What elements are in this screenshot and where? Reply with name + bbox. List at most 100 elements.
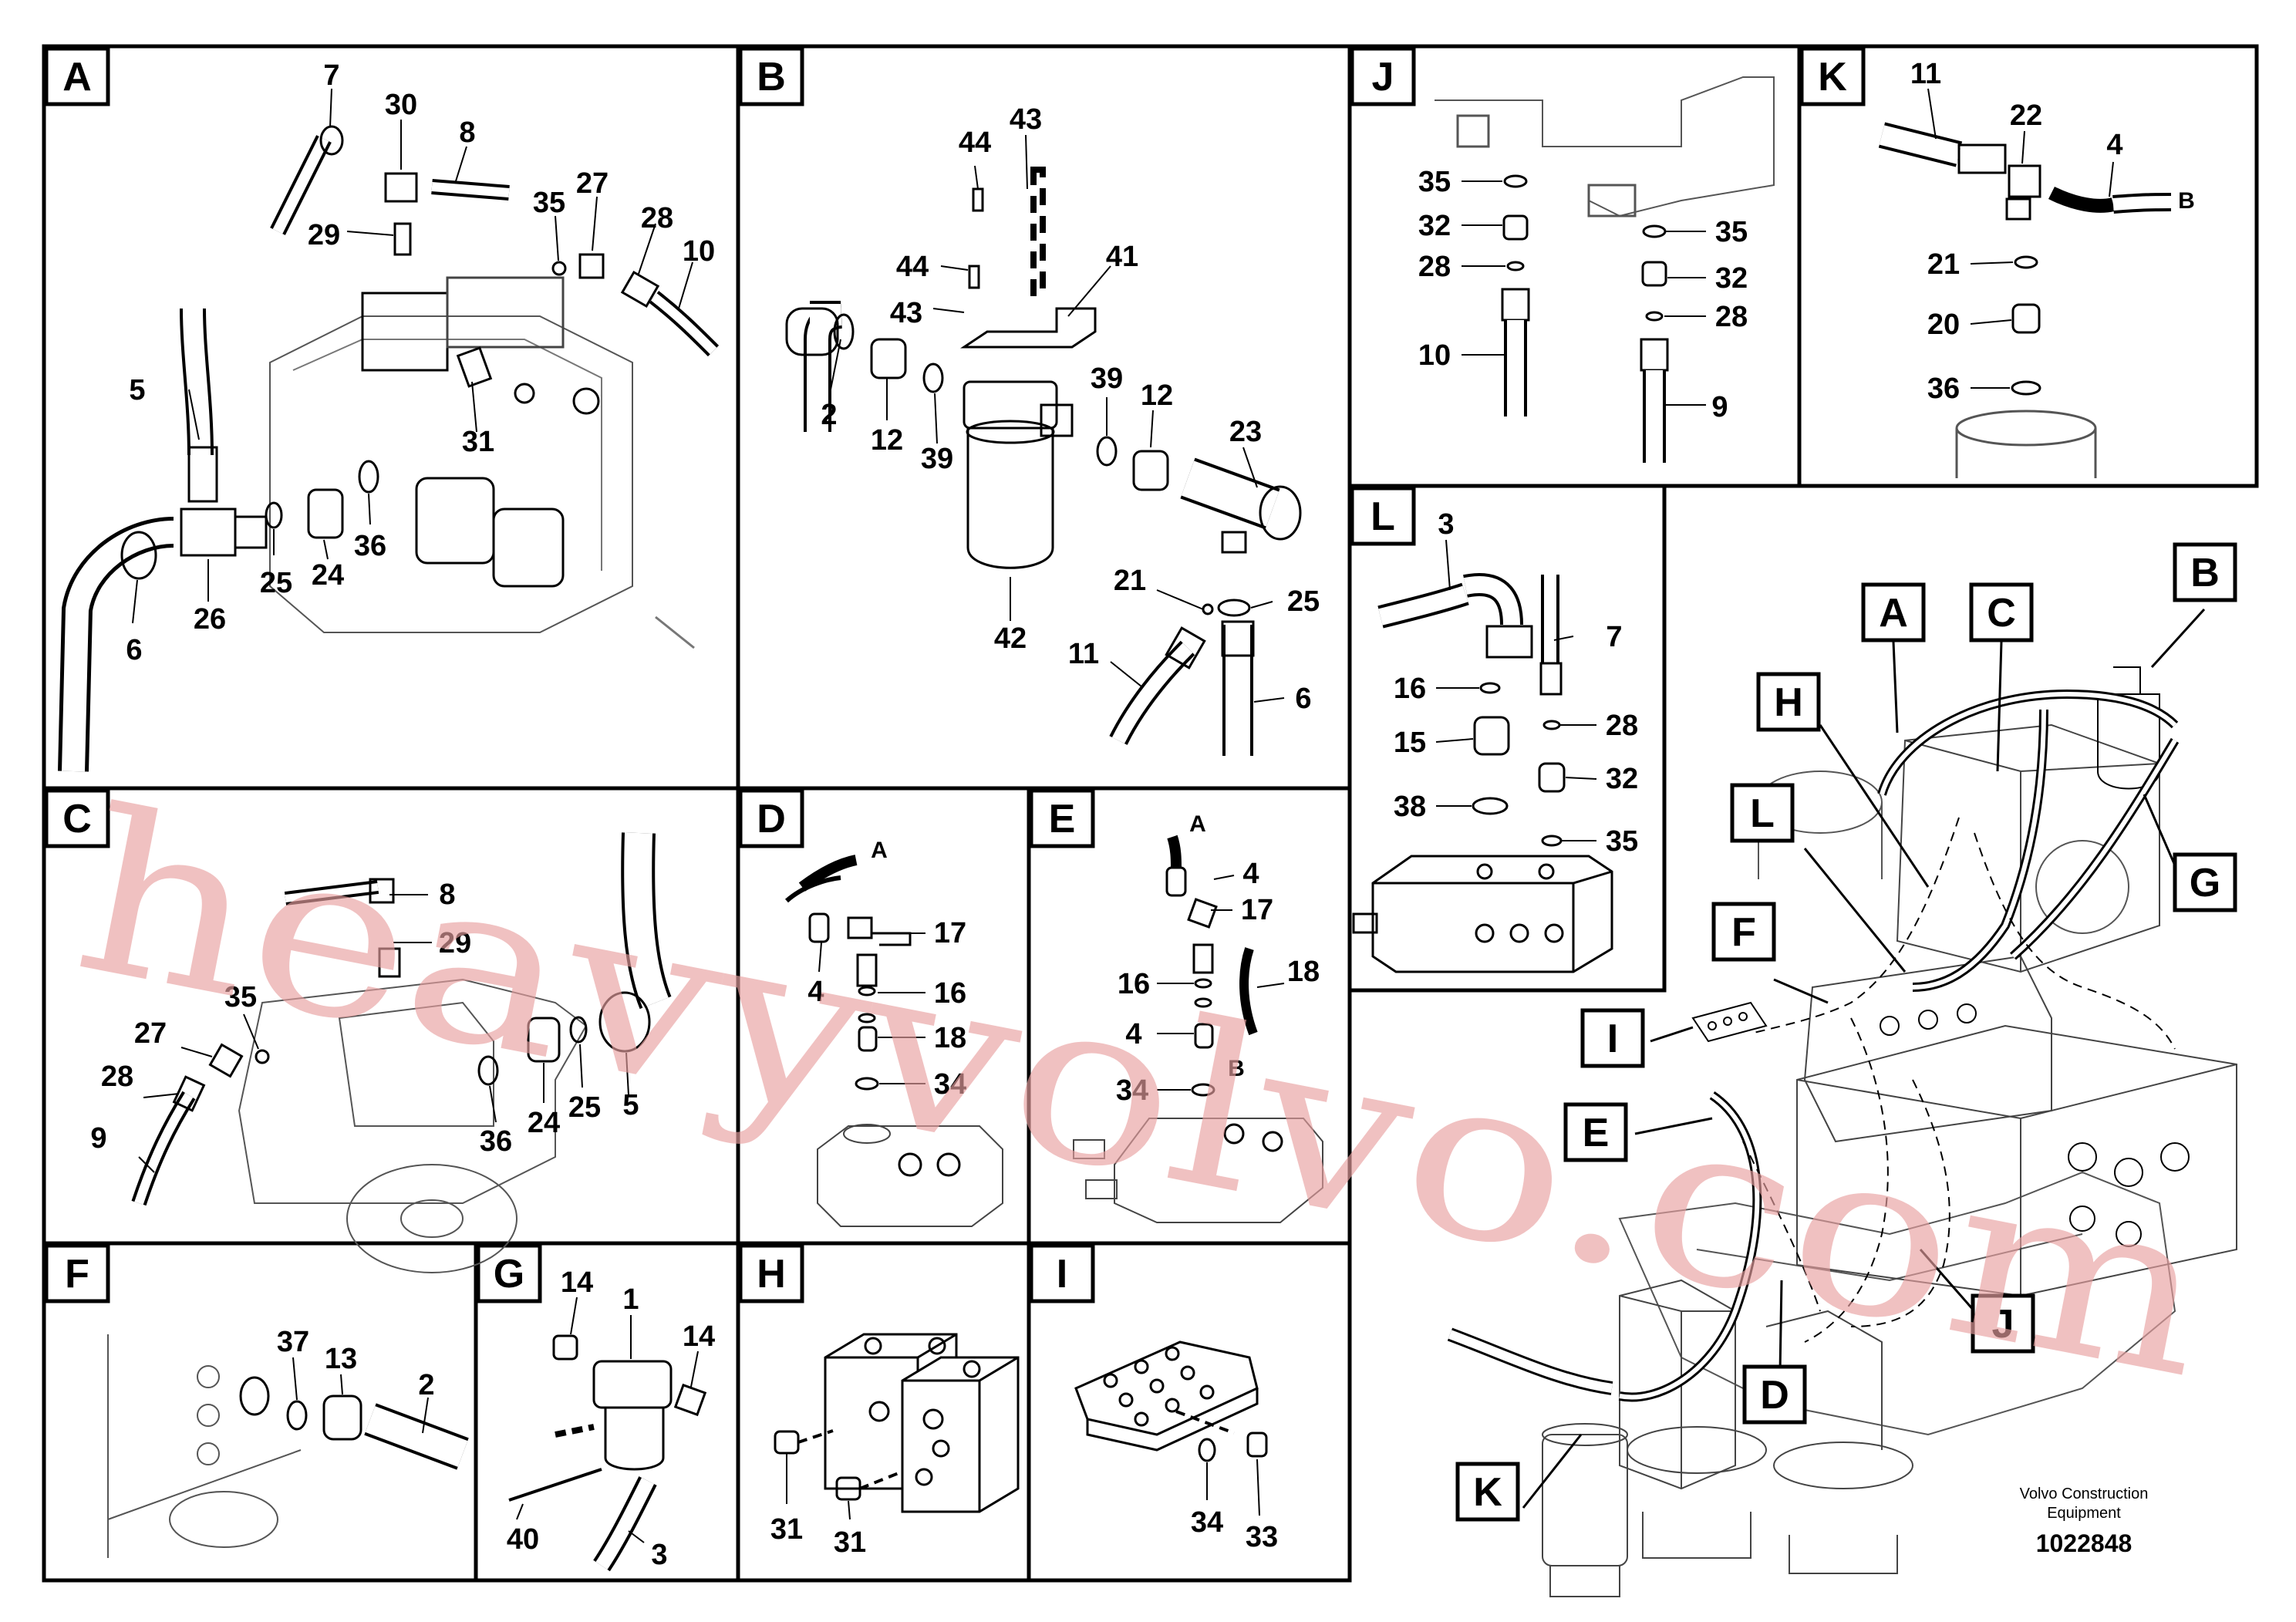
- panel-i-leaders: [1206, 1458, 1260, 1516]
- panel-g-leaders: [516, 1297, 699, 1543]
- callout-b-6: 6: [1295, 683, 1311, 715]
- panel-c-leaders: [138, 894, 629, 1173]
- callout-a-29: 29: [308, 219, 340, 251]
- callout-e-4-top: 4: [1242, 858, 1259, 890]
- svg-text:G: G: [494, 1252, 524, 1297]
- panel-i-callouts: 34 33: [1191, 1506, 1278, 1553]
- panel-i-frame: [1027, 1241, 1352, 1583]
- overview-tag-k: K: [1455, 1462, 1520, 1522]
- callout-j-9: 9: [1711, 391, 1728, 423]
- callout-d-34: 34: [934, 1068, 966, 1101]
- callout-l-7: 7: [1606, 621, 1622, 653]
- footer: Volvo Construction Equipment 1022848: [2020, 1485, 2149, 1557]
- callout-c-24: 24: [528, 1107, 560, 1139]
- panel-l-callouts: 3 7 16 28 15 32 38 35: [1394, 508, 1638, 858]
- svg-text:A: A: [62, 55, 92, 99]
- svg-text:I: I: [1607, 1017, 1618, 1061]
- panel-k-frame: [1797, 44, 2259, 488]
- overview-tag-a: A: [1861, 582, 1926, 642]
- overview-assembly: [1447, 666, 2237, 1597]
- callout-l-38: 38: [1394, 791, 1426, 823]
- panel-c-drawing: [131, 832, 672, 1273]
- tag-f: F: [44, 1243, 110, 1303]
- panel-g-callouts: 14 1 14 40 3: [507, 1266, 715, 1571]
- callout-j-32-right: 32: [1715, 262, 1748, 295]
- callout-j-10: 10: [1418, 339, 1451, 372]
- panel-f-drawing: [107, 1334, 469, 1558]
- callout-l-15: 15: [1394, 727, 1426, 759]
- callout-e-b: B: [1228, 1056, 1245, 1081]
- overview-tag-h: H: [1756, 672, 1821, 732]
- callout-c-27: 27: [134, 1017, 167, 1050]
- callout-b-43: 43: [890, 297, 922, 329]
- callout-f-37: 37: [277, 1326, 309, 1358]
- callout-l-28: 28: [1606, 710, 1638, 742]
- callout-e-18: 4: [1125, 1018, 1141, 1050]
- tag-j: J: [1350, 46, 1416, 106]
- callout-b-11: 11: [1068, 638, 1099, 670]
- tag-c: C: [44, 788, 110, 848]
- callout-a-25: 25: [260, 567, 292, 599]
- tag-k: K: [1799, 46, 1866, 106]
- overview-tag-d: D: [1742, 1364, 1807, 1425]
- callout-e-16: 16: [1118, 968, 1150, 1000]
- callout-a-5: 5: [129, 374, 145, 406]
- svg-text:L: L: [1750, 791, 1775, 836]
- callout-b-12-right: 12: [1141, 379, 1173, 412]
- panel-k-callouts: 11 22 4 B 21 20 36: [1910, 58, 2195, 405]
- tag-d: D: [738, 788, 804, 848]
- svg-text:E: E: [1049, 797, 1076, 841]
- callout-b-43-top: 43: [1010, 103, 1042, 136]
- callout-a-8: 8: [459, 116, 475, 149]
- svg-text:I: I: [1057, 1252, 1067, 1297]
- tag-i: I: [1029, 1243, 1095, 1303]
- callout-k-b: B: [2178, 188, 2195, 214]
- svg-text:D: D: [757, 797, 786, 841]
- panel-k-leaders: [1927, 88, 2114, 389]
- panel-l-frame: [1347, 484, 1667, 993]
- callout-c-25: 25: [568, 1091, 601, 1124]
- svg-text:K: K: [1818, 55, 1847, 99]
- panel-j-drawing: [1435, 76, 1775, 463]
- callout-c-28: 28: [101, 1061, 133, 1093]
- panel-l-leaders: [1435, 539, 1597, 841]
- panel-a-leaders: [132, 88, 693, 624]
- panel-b-leaders: [828, 134, 1285, 703]
- panel-h-drawing: [774, 1333, 1020, 1513]
- panel-d-drawing: [784, 855, 1003, 1227]
- callout-c-36: 36: [480, 1125, 512, 1158]
- svg-text:B: B: [757, 55, 786, 99]
- footer-company-line1: Volvo Construction: [2020, 1485, 2149, 1502]
- callout-j-35-right: 35: [1715, 216, 1748, 248]
- callout-d-17: 17: [934, 917, 966, 949]
- footer-company-line2: Equipment: [2047, 1505, 2121, 1522]
- callout-a-7: 7: [323, 59, 339, 92]
- panel-d-leaders: [818, 932, 925, 1084]
- tag-e: E: [1029, 788, 1095, 848]
- callout-a-36: 36: [354, 530, 386, 562]
- callout-f-13: 13: [325, 1343, 357, 1375]
- panel-k-drawing: [1878, 122, 2172, 478]
- callout-d-a: A: [871, 838, 888, 863]
- tag-g: G: [476, 1243, 542, 1303]
- callout-a-27: 27: [576, 167, 609, 200]
- callout-b-23: 23: [1229, 416, 1262, 448]
- callout-j-32-left: 32: [1418, 210, 1451, 242]
- overview-tag-b: B: [2173, 542, 2237, 602]
- callout-d-18: 18: [934, 1022, 966, 1054]
- callout-b-2: 2: [821, 399, 837, 431]
- callout-c-29: 29: [439, 927, 471, 959]
- callout-g-3: 3: [651, 1539, 667, 1571]
- callout-i-33: 33: [1246, 1521, 1278, 1553]
- svg-text:F: F: [1731, 910, 1756, 955]
- callout-h-31-left: 31: [770, 1513, 803, 1546]
- callout-c-9: 9: [90, 1122, 106, 1155]
- callout-k-4: 4: [2106, 129, 2122, 161]
- svg-text:D: D: [1760, 1373, 1789, 1418]
- svg-text:K: K: [1473, 1470, 1502, 1515]
- overview-tag-i: I: [1580, 1008, 1645, 1068]
- svg-text:C: C: [1987, 591, 2016, 636]
- callout-j-28-left: 28: [1418, 251, 1451, 283]
- overview-tag-l: L: [1730, 783, 1795, 843]
- panel-letter-tags: A B J K L C D E F G H I: [44, 46, 1866, 1303]
